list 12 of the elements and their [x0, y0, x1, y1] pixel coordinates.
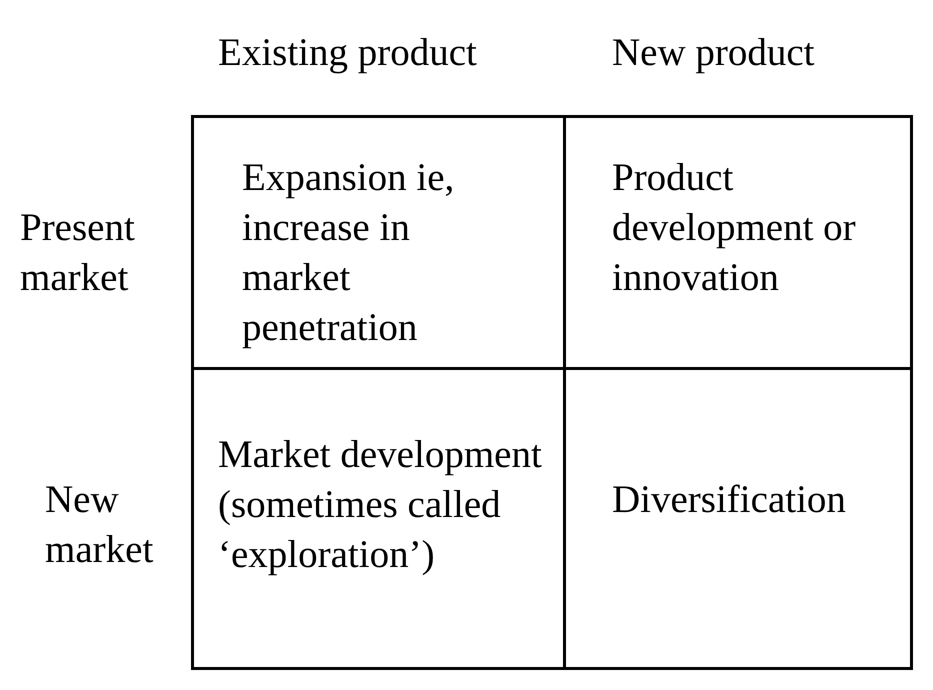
matrix-cell [191, 115, 566, 370]
cell-text: Product development or innovation [612, 155, 857, 301]
matrix-cell [191, 367, 566, 670]
row-header: Present market [20, 205, 136, 301]
row-header: New market [45, 477, 154, 573]
column-header: New product [612, 30, 815, 76]
matrix-cell [563, 367, 913, 670]
cell-text: Expansion ie, increase in market penetration [242, 155, 456, 351]
column-header: Existing product [218, 30, 477, 76]
cell-text: Diversification [612, 477, 847, 523]
matrix-cell [563, 115, 913, 370]
cell-text: Market development (sometimes called ‘exploration’) [218, 432, 543, 578]
